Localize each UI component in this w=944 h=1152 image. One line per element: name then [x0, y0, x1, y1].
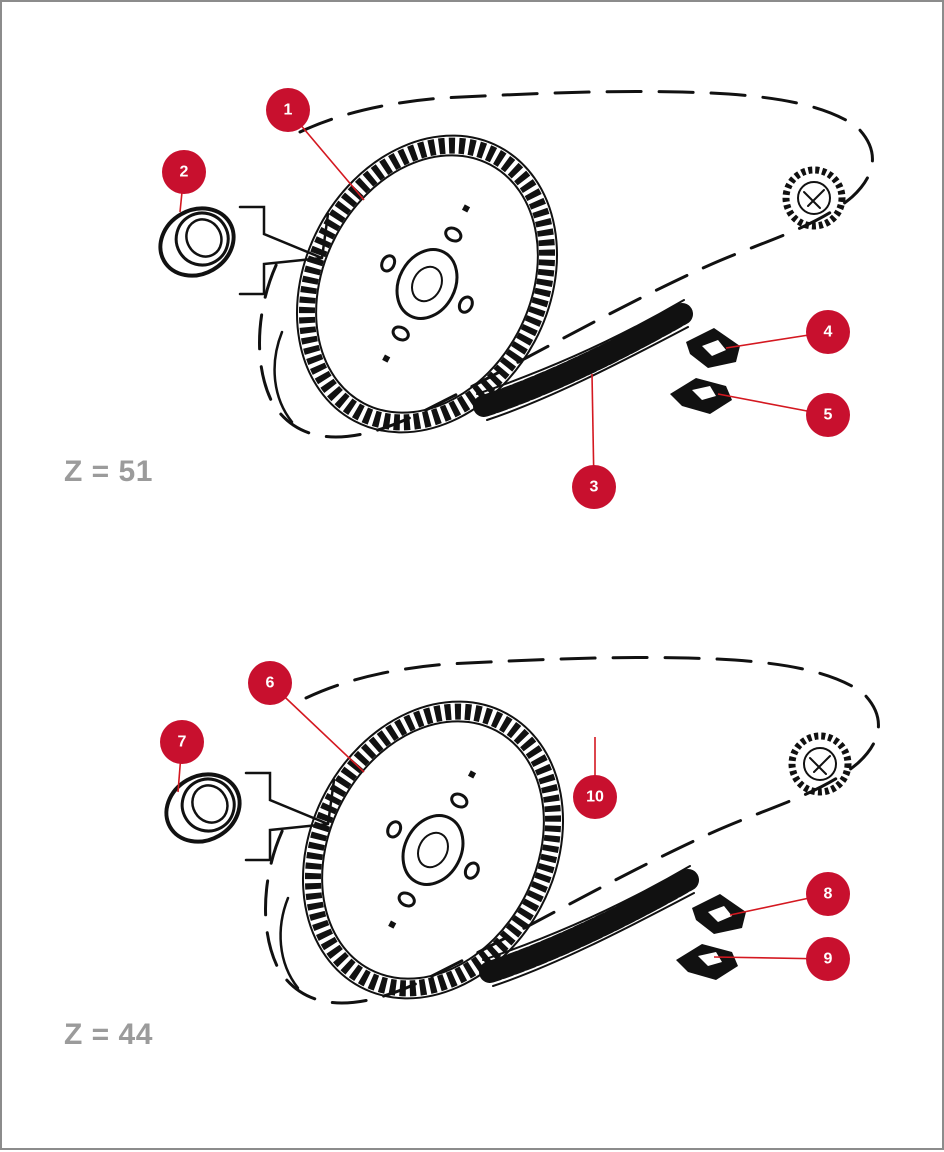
callout-badge — [806, 393, 850, 437]
callout-7[interactable]: 7 — [160, 720, 204, 764]
callout-number: 10 — [586, 789, 604, 806]
callout-number: 7 — [178, 734, 187, 751]
assembly-z51: 1 2 3 4 5 Z = 51 — [64, 88, 872, 509]
callout-number: 6 — [266, 675, 275, 692]
callout-badge — [162, 150, 206, 194]
callout-number: 8 — [824, 886, 833, 903]
callout-8[interactable]: 8 — [806, 872, 850, 916]
callout-number: 4 — [824, 324, 833, 341]
callout-5[interactable]: 5 — [806, 393, 850, 437]
callout-number: 5 — [824, 407, 833, 424]
callout-2[interactable]: 2 — [162, 150, 206, 194]
callout-badge — [806, 937, 850, 981]
callout-badge — [248, 661, 292, 705]
callout-3[interactable]: 3 — [572, 465, 616, 509]
tooth-count-label: Z = 51 — [64, 455, 153, 488]
tooth-count-label: Z = 44 — [64, 1018, 153, 1051]
callout-4[interactable]: 4 — [806, 310, 850, 354]
callout-badge — [572, 465, 616, 509]
callout-number: 2 — [180, 164, 189, 181]
callout-number: 9 — [824, 951, 833, 968]
callout-10[interactable]: 10 — [573, 775, 617, 819]
callout-badge — [806, 310, 850, 354]
callout-badge — [160, 720, 204, 764]
callout-1[interactable]: 1 — [266, 88, 310, 132]
assembly-z44: 6 7 8 9 10 Z = 44 — [64, 656, 878, 1051]
callout-badge — [806, 872, 850, 916]
callout-6[interactable]: 6 — [248, 661, 292, 705]
callout-number: 1 — [284, 102, 293, 119]
callout-badge — [266, 88, 310, 132]
sprocket-chain-drawing — [154, 656, 878, 1044]
callout-number: 3 — [590, 479, 599, 496]
sprocket-chain-drawing — [148, 90, 872, 478]
callout-9[interactable]: 9 — [806, 937, 850, 981]
callout-badge — [573, 775, 617, 819]
